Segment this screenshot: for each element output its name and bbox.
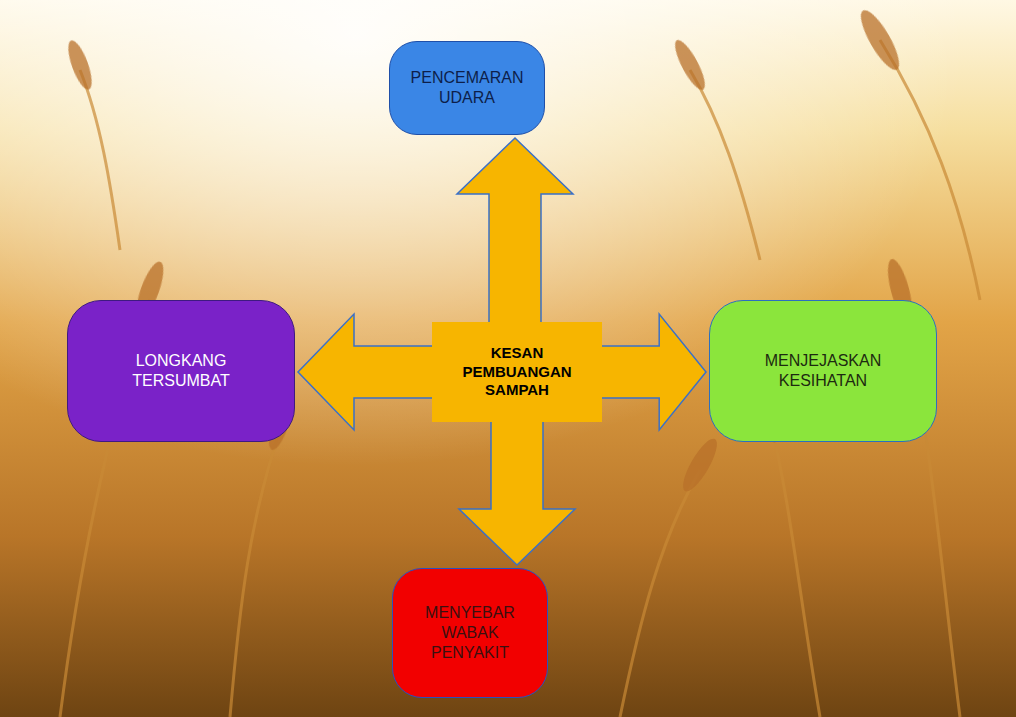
hub-label: KESAN PEMBUANGAN SAMPAH (447, 344, 587, 400)
center-arrow-hub: KESAN PEMBUANGAN SAMPAH (432, 322, 602, 422)
effect-box: MENYEBAR WABAK PENYAKIT (392, 568, 548, 698)
block-arrow (457, 138, 573, 322)
effect-label: PENCEMARAN UDARA (407, 68, 527, 108)
arrow-outline (602, 314, 706, 430)
arrow-fill (602, 314, 706, 430)
effect-box: LONGKANG TERSUMBAT (67, 300, 295, 442)
effect-label: LONGKANG TERSUMBAT (111, 351, 251, 391)
effect-box: PENCEMARAN UDARA (389, 41, 545, 135)
effect-label: MENYEBAR WABAK PENYAKIT (420, 603, 520, 663)
arrow-outline (459, 422, 575, 565)
effect-box: MENJEJASKAN KESIHATAN (709, 300, 937, 442)
effect-label: MENJEJASKAN KESIHATAN (748, 351, 898, 391)
block-arrow (602, 314, 706, 430)
block-arrow (298, 314, 432, 430)
arrow-outline (457, 138, 573, 322)
block-arrow (459, 422, 575, 565)
arrow-fill (459, 422, 575, 565)
arrow-outline (298, 314, 432, 430)
arrow-fill (457, 138, 573, 322)
arrow-fill (298, 314, 432, 430)
